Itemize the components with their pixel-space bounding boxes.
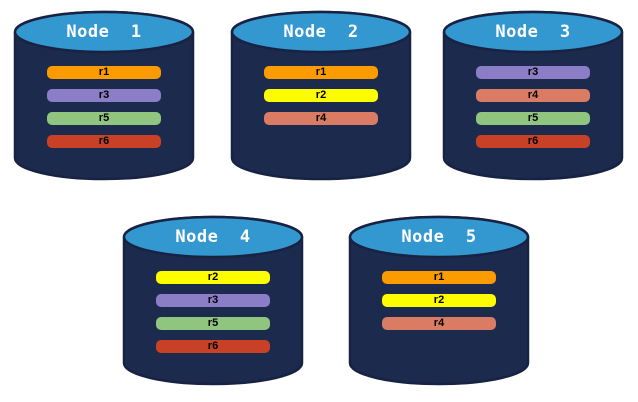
- partition-bar-r5: r5: [156, 317, 270, 330]
- cylinder-top: [348, 215, 530, 259]
- partition-list: r1 r2 r4: [382, 271, 496, 330]
- database-node: Node 4 r2 r3 r5 r6: [121, 215, 305, 387]
- database-node: Node 3 r3 r4 r5 r6: [441, 10, 625, 182]
- partition-bar-r2: r2: [264, 89, 378, 102]
- partition-bar-r6: r6: [47, 135, 161, 148]
- partition-bar-r6: r6: [156, 340, 270, 353]
- partition-bar-r4: r4: [382, 317, 496, 330]
- database-node: Node 5 r1 r2 r4: [347, 215, 531, 387]
- node-title: Node 5: [401, 227, 477, 247]
- cylinder-top: [230, 10, 412, 54]
- partition-bar-r5: r5: [476, 112, 590, 125]
- partition-bar-r6: r6: [476, 135, 590, 148]
- partition-bar-r4: r4: [264, 112, 378, 125]
- cylinder-top: [13, 10, 195, 54]
- cylinder-top: [442, 10, 624, 54]
- partition-bar-r2: r2: [382, 294, 496, 307]
- partition-bar-r2: r2: [156, 271, 270, 284]
- partition-bar-r1: r1: [382, 271, 496, 284]
- node-title: Node 4: [175, 227, 251, 247]
- partition-bar-r3: r3: [47, 89, 161, 102]
- node-title: Node 1: [66, 22, 142, 42]
- cylinder-top: [122, 215, 304, 259]
- partition-list: r2 r3 r5 r6: [156, 271, 270, 353]
- partition-list: r3 r4 r5 r6: [476, 66, 590, 148]
- partition-bar-r1: r1: [264, 66, 378, 79]
- partition-bar-r1: r1: [47, 66, 161, 79]
- database-node: Node 2 r1 r2 r4: [229, 10, 413, 182]
- node-title: Node 3: [495, 22, 571, 42]
- partition-bar-r5: r5: [47, 112, 161, 125]
- partition-bar-r4: r4: [476, 89, 590, 102]
- partition-list: r1 r3 r5 r6: [47, 66, 161, 148]
- node-title: Node 2: [283, 22, 359, 42]
- partition-bar-r3: r3: [476, 66, 590, 79]
- partition-list: r1 r2 r4: [264, 66, 378, 125]
- partition-bar-r3: r3: [156, 294, 270, 307]
- database-node: Node 1 r1 r3 r5 r6: [12, 10, 196, 182]
